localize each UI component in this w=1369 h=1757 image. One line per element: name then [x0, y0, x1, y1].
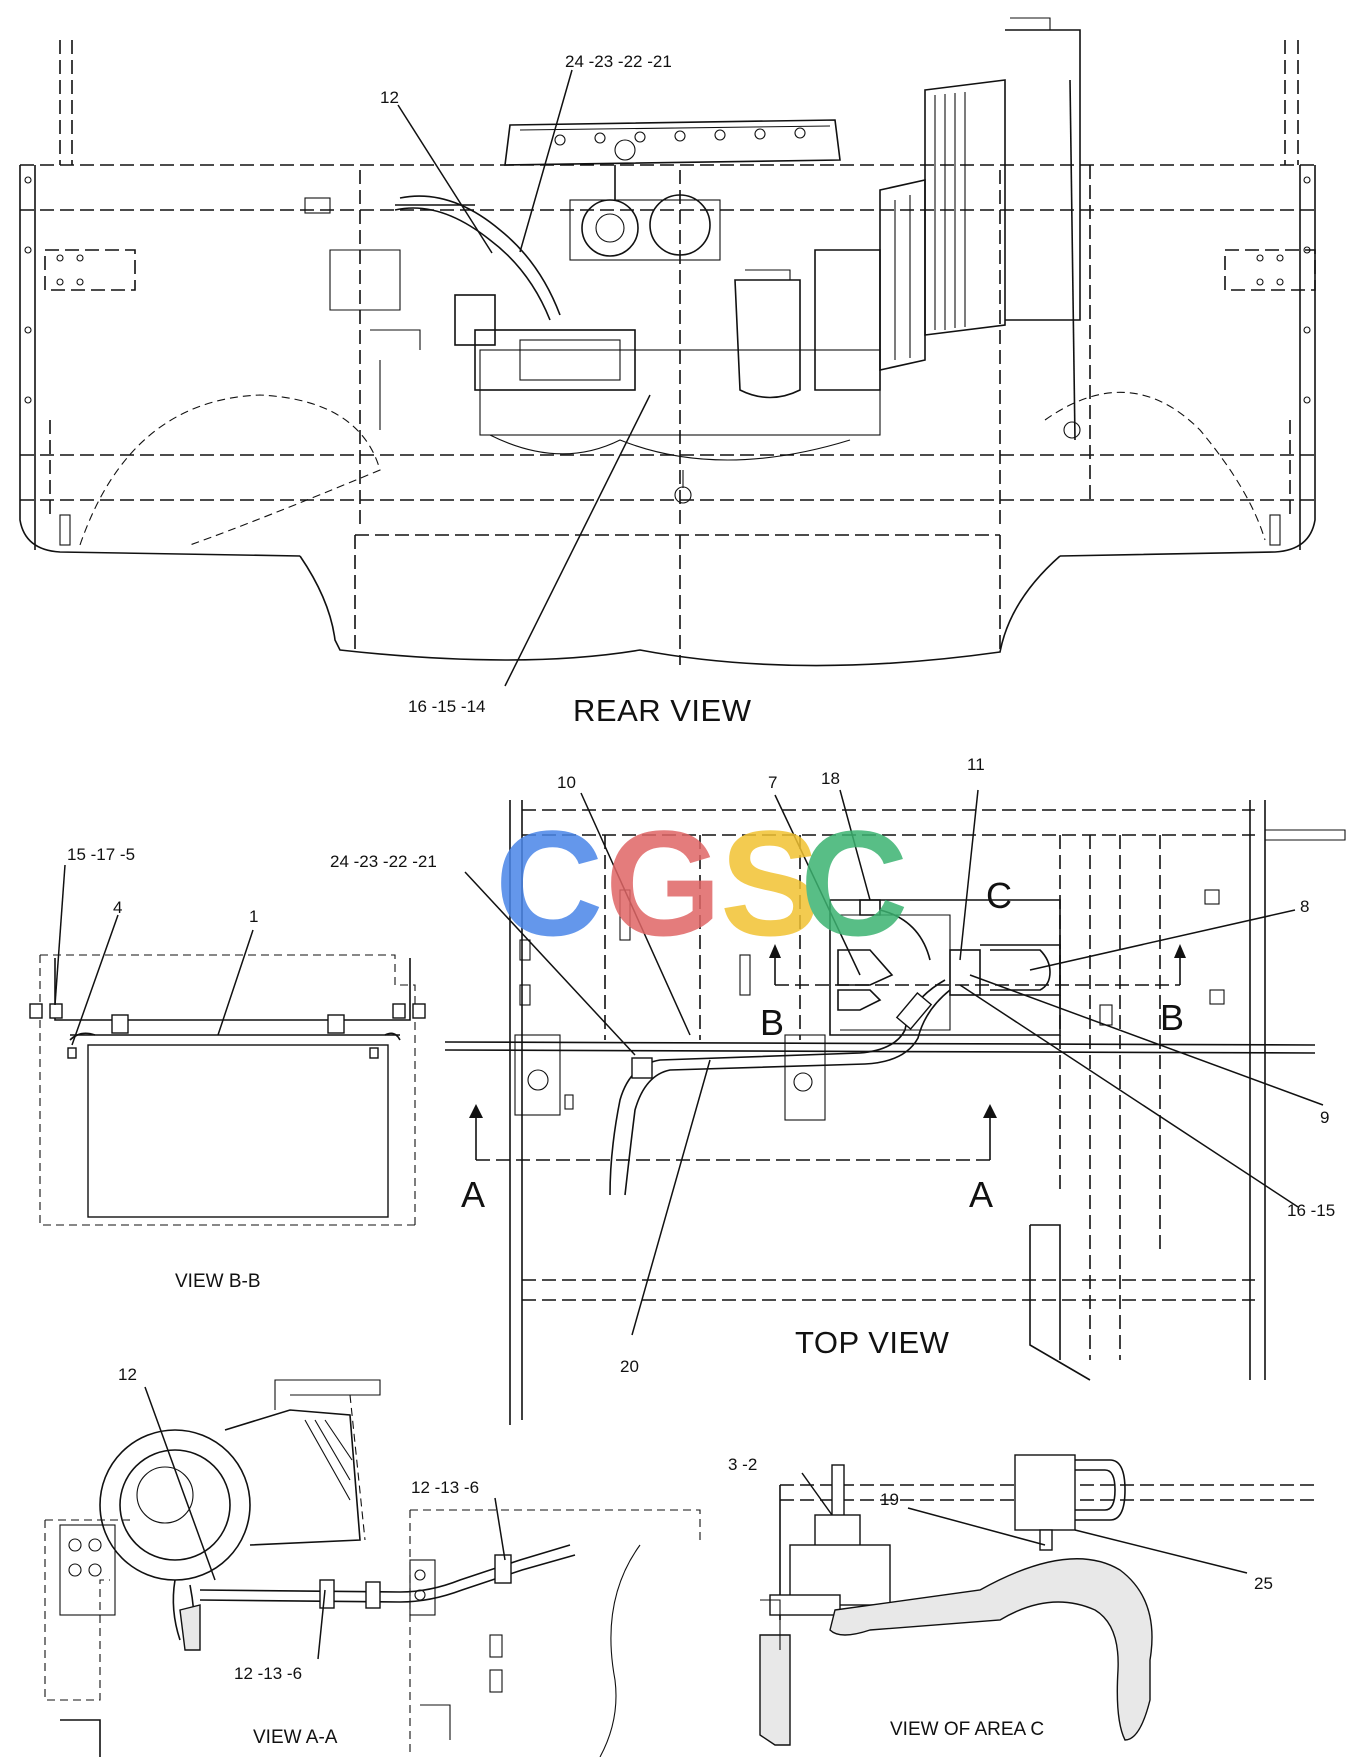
top-callout-9: 9	[1320, 1108, 1329, 1127]
rear-callout-16-15-14: 16 -15 -14	[408, 697, 486, 716]
top-callout-16-15: 16 -15	[1287, 1201, 1335, 1220]
c-callout-3-2: 3 -2	[728, 1455, 757, 1474]
section-mark-a-right: A	[969, 1174, 993, 1215]
watermark-letter-c2: C	[800, 799, 908, 967]
section-mark-b-left: B	[760, 1002, 784, 1043]
top-callout-18: 18	[821, 769, 840, 788]
section-mark-b-right: B	[1160, 997, 1184, 1038]
view-c-drawing	[759, 1454, 1315, 1746]
aa-callout-12-13-6-top: 12 -13 -6	[411, 1478, 479, 1497]
section-mark-a-left: A	[461, 1174, 485, 1215]
top-callout-10: 10	[557, 773, 576, 792]
rear-view-drawing	[19, 17, 1316, 667]
top-callout-11: 11	[967, 755, 985, 774]
bb-callout-4: 4	[113, 898, 122, 917]
top-callout-20: 20	[620, 1357, 639, 1376]
top-view-title: TOP VIEW	[795, 1325, 950, 1360]
rear-callout-24-23-22-21: 24 -23 -22 -21	[565, 52, 672, 71]
top-callout-24-23-22-21: 24 -23 -22 -21	[330, 852, 437, 871]
rear-callout-12: 12	[380, 88, 399, 107]
c-callout-25: 25	[1254, 1574, 1273, 1593]
watermark-letter-c1: C	[495, 799, 603, 967]
view-aa-title: VIEW A-A	[253, 1727, 338, 1748]
bb-callout-1: 1	[249, 907, 258, 926]
c-callout-19: 19	[880, 1490, 899, 1509]
top-view-drawing	[444, 800, 1346, 1425]
cgsc-watermark: C G S C	[495, 799, 908, 967]
watermark-letter-s: S	[720, 799, 820, 967]
top-callout-7: 7	[768, 773, 777, 792]
rear-view-title: REAR VIEW	[573, 693, 752, 728]
aa-callout-12-13-6-bottom: 12 -13 -6	[234, 1664, 302, 1683]
bb-callout-15-17-5: 15 -17 -5	[67, 845, 135, 864]
aa-callout-12: 12	[118, 1365, 137, 1384]
view-bb-drawing	[29, 954, 426, 1226]
view-bb-title: VIEW B-B	[175, 1271, 261, 1292]
view-c-title: VIEW OF AREA C	[890, 1719, 1044, 1740]
view-aa-drawing	[44, 1379, 701, 1757]
watermark-letter-g: G	[605, 799, 722, 967]
leader-lines	[54, 69, 1324, 1660]
top-callout-8: 8	[1300, 897, 1309, 916]
section-mark-c: C	[986, 875, 1012, 916]
